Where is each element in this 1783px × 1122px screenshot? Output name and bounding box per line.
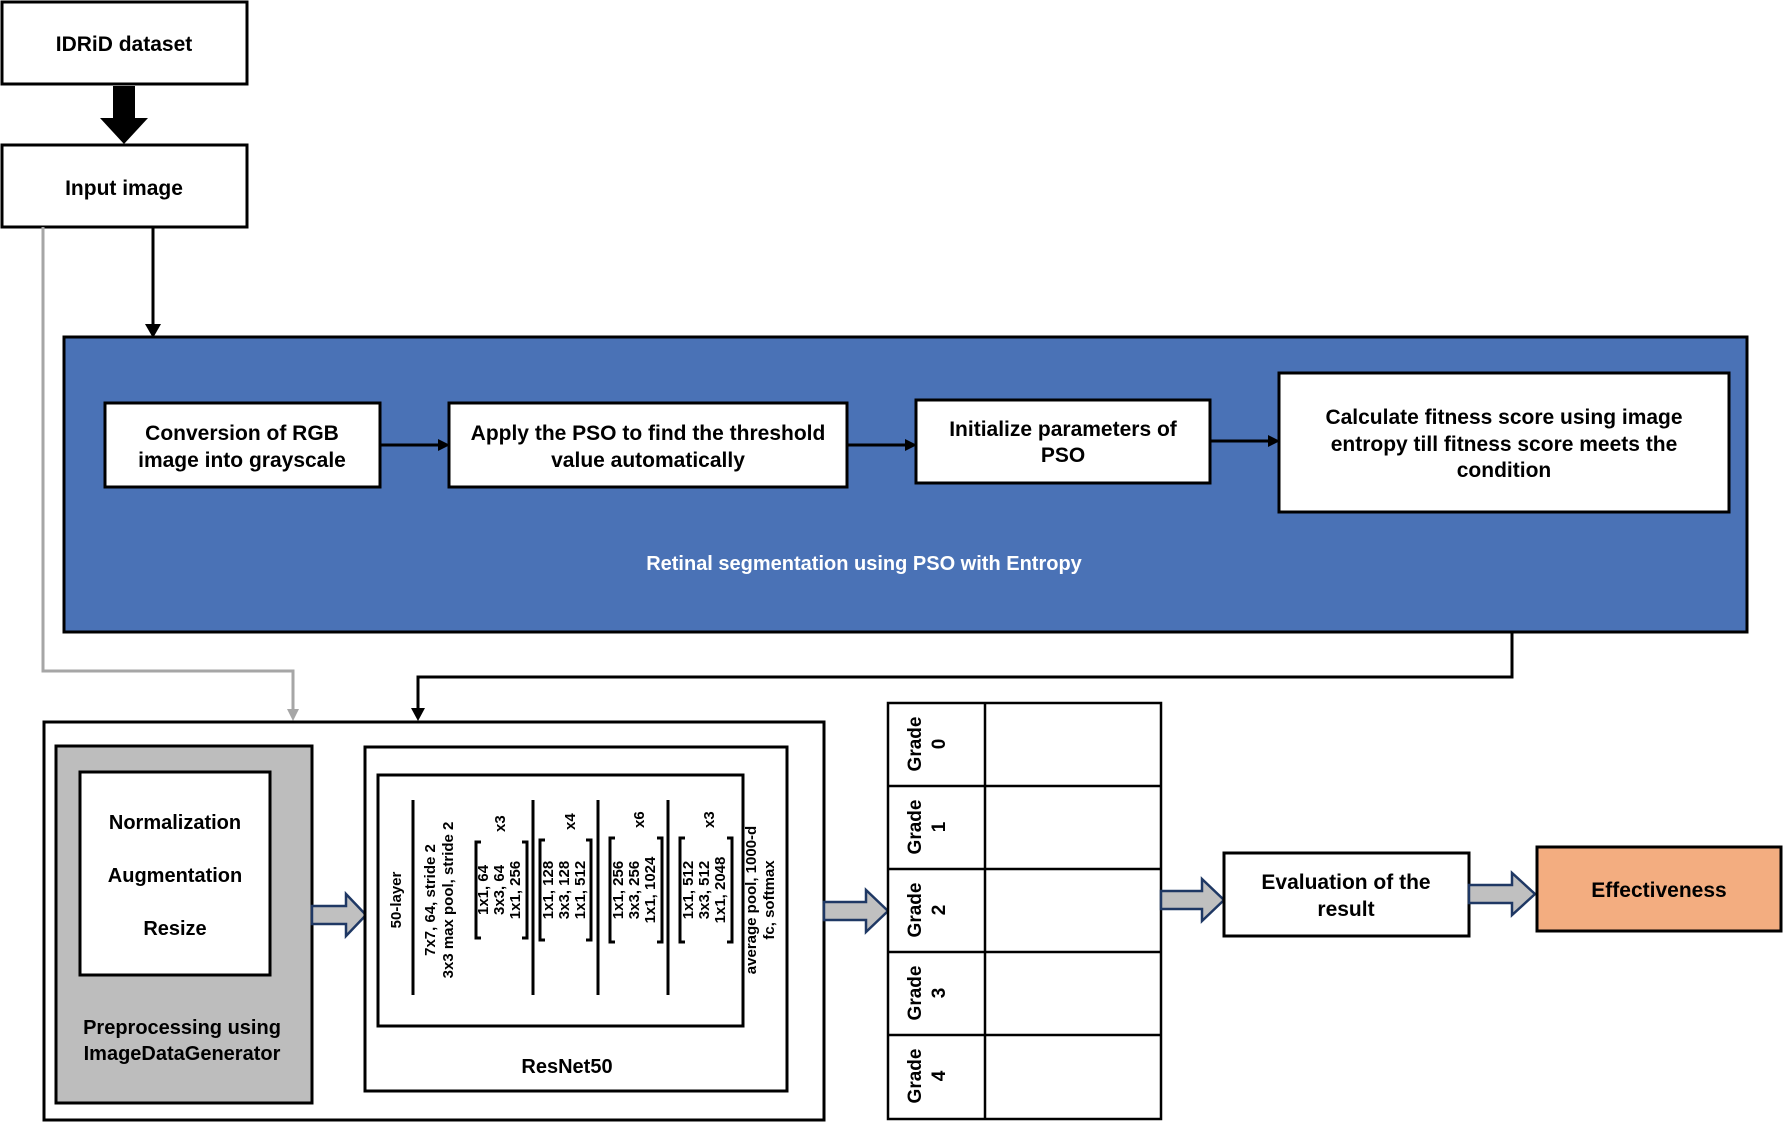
preprocessing-to-resnet-arrow: [310, 890, 368, 940]
grade-row-0: Grade 0: [905, 717, 950, 772]
svg-text:0: 0: [929, 739, 950, 750]
resnet-head-line1: average pool, 1000-d: [743, 826, 760, 974]
step-fitness-score: Calculate fitness score using image entr…: [1277, 371, 1731, 514]
segmentation-panel: Conversion of RGB image into grayscale A…: [62, 335, 1749, 634]
resnet-block-conv4: 1x1, 256 3x3, 256 1x1, 1024 x6: [608, 811, 664, 944]
svg-text:1x1, 512: 1x1, 512: [572, 861, 589, 919]
svg-text:PSO: PSO: [1041, 444, 1085, 467]
grades-table: Grade 0 Grade 1 Grade 2 Grade 3 Grade 4: [886, 701, 1163, 1121]
input-to-preprocessing-connector: [41, 227, 299, 721]
preprocessing-caption-1: Preprocessing using: [83, 1017, 281, 1039]
preprocess-augmentation: Augmentation: [108, 865, 242, 887]
input-image-label: Input image: [65, 177, 183, 200]
svg-text:3x3, 256: 3x3, 256: [626, 861, 643, 919]
preprocess-resize: Resize: [143, 918, 206, 940]
svg-text:Initialize parameters of: Initialize parameters of: [949, 418, 1178, 441]
svg-text:3x3, 64: 3x3, 64: [491, 864, 508, 915]
grade-row-2: Grade 2: [905, 883, 950, 938]
preprocessing-panel: Normalization Augmentation Resize Prepro…: [54, 744, 314, 1105]
preprocessing-caption-2: ImageDataGenerator: [84, 1043, 281, 1065]
dataset-to-input-arrow: [100, 86, 148, 144]
resnet-conv1-line2: 3x3 max pool, stride 2: [440, 822, 457, 979]
resnet-conv1-line1: 7x7, 64, stride 2: [422, 844, 439, 956]
step-rgb-to-grayscale: Conversion of RGB image into grayscale: [103, 401, 382, 489]
svg-text:x4: x4: [562, 813, 579, 830]
svg-text:Calculate fitness score using: Calculate fitness score using image: [1325, 406, 1682, 429]
step-apply-pso: Apply the PSO to find the threshold valu…: [447, 401, 849, 489]
grades-to-evaluation-arrow: [1159, 876, 1226, 924]
svg-text:result: result: [1317, 898, 1374, 921]
svg-text:x3: x3: [492, 815, 509, 832]
dataset-box: IDRiD dataset: [0, 0, 249, 86]
svg-text:x6: x6: [631, 811, 648, 828]
svg-text:1: 1: [929, 821, 950, 832]
step-arrow-1: [380, 439, 450, 451]
svg-text:Effectiveness: Effectiveness: [1591, 879, 1726, 902]
grade-row-1: Grade 1: [905, 800, 950, 855]
model-to-grades-arrow: [822, 887, 890, 935]
grade-row-4: Grade 4: [905, 1049, 950, 1104]
svg-text:Grade: Grade: [905, 966, 926, 1021]
resnet-head-line2: fc, softmax: [761, 860, 778, 940]
svg-text:value automatically: value automatically: [551, 449, 745, 472]
preprocess-normalization: Normalization: [109, 812, 241, 834]
svg-text:x3: x3: [701, 811, 718, 828]
resnet-block-conv2: 1x1, 64 3x3, 64 1x1, 256 x3: [474, 815, 529, 940]
evaluation-to-effectiveness-arrow: [1467, 870, 1537, 918]
svg-text:Grade: Grade: [905, 883, 926, 938]
segmentation-to-resnet-connector: [411, 632, 1514, 721]
svg-text:entropy till fitness score mee: entropy till fitness score meets the: [1331, 433, 1678, 456]
svg-text:1x1, 256: 1x1, 256: [507, 861, 524, 919]
svg-text:image into grayscale: image into grayscale: [138, 449, 346, 472]
grade-row-3: Grade 3: [905, 966, 950, 1021]
svg-text:4: 4: [929, 1070, 950, 1081]
evaluation-box: Evaluation of the result: [1222, 851, 1471, 938]
svg-text:Conversion of RGB: Conversion of RGB: [145, 422, 339, 445]
svg-text:3: 3: [929, 988, 950, 999]
svg-text:1x1, 128: 1x1, 128: [540, 861, 557, 919]
step-initialize-pso: Initialize parameters of PSO: [914, 398, 1212, 485]
svg-text:3x3, 128: 3x3, 128: [556, 861, 573, 919]
svg-text:Grade: Grade: [905, 1049, 926, 1104]
resnet-panel: ResNet50 50-layer 7x7, 64, stride 2 3x3 …: [363, 745, 789, 1093]
svg-text:Grade: Grade: [905, 717, 926, 772]
input-image-box: Input image: [0, 143, 249, 229]
svg-text:1x1, 1024: 1x1, 1024: [642, 856, 659, 923]
svg-text:1x1, 256: 1x1, 256: [610, 861, 627, 919]
svg-text:Evaluation of the: Evaluation of the: [1261, 871, 1430, 894]
resnet-block-conv3: 1x1, 128 3x3, 128 1x1, 512 x4: [538, 813, 593, 942]
svg-text:1x1, 64: 1x1, 64: [475, 864, 492, 915]
svg-text:1x1, 512: 1x1, 512: [680, 861, 697, 919]
resnet-layers-label: 50-layer: [388, 871, 405, 928]
svg-text:condition: condition: [1457, 459, 1551, 482]
svg-text:3x3, 512: 3x3, 512: [696, 861, 713, 919]
resnet-block-conv5: 1x1, 512 3x3, 512 1x1, 2048 x3: [678, 811, 734, 944]
svg-text:Apply the PSO to find the thre: Apply the PSO to find the threshold: [471, 422, 826, 445]
svg-text:2: 2: [929, 905, 950, 916]
step-arrow-3: [1210, 435, 1280, 447]
input-to-segmentation-arrow: [145, 227, 161, 338]
segmentation-caption: Retinal segmentation using PSO with Entr…: [646, 553, 1082, 575]
dataset-label: IDRiD dataset: [56, 33, 193, 56]
step-arrow-2: [847, 439, 917, 451]
svg-text:1x1, 2048: 1x1, 2048: [712, 857, 729, 924]
svg-text:Grade: Grade: [905, 800, 926, 855]
resnet-caption: ResNet50: [521, 1056, 612, 1078]
effectiveness-box: Effectiveness: [1535, 845, 1783, 933]
